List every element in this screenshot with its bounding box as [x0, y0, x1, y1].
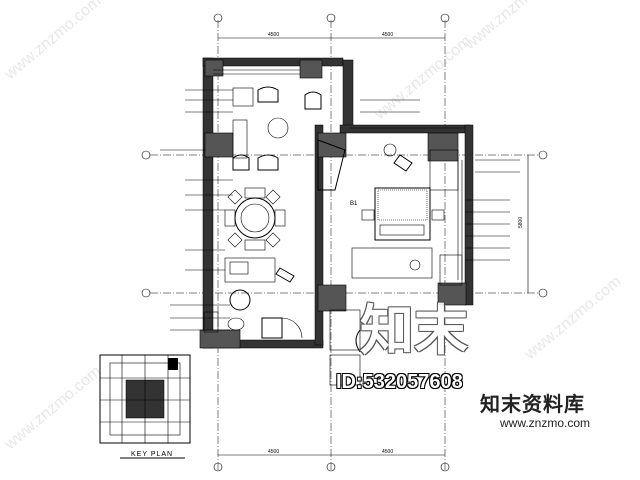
- watermark-diagonal: www.znzmo.com: [461, 0, 565, 54]
- dim-right-vertical: 5800: [518, 217, 524, 228]
- dining-set: [224, 187, 286, 251]
- watermark-diagonal: www.znzmo.com: [1, 0, 105, 84]
- leader-lines-right: [360, 99, 520, 261]
- dim-bottom-right: 4500: [382, 449, 393, 455]
- watermark-diagonal: www.znzmo.com: [521, 273, 625, 364]
- window-lines: [213, 69, 465, 280]
- room-label: B1: [350, 201, 358, 207]
- brand-name: 知末资料库: [480, 392, 585, 416]
- living-room-furniture: [232, 86, 322, 171]
- watermark-diagonal: www.znzmo.com: [371, 33, 475, 124]
- dimension-lines: 4500 4500 4500 4500 5800: [218, 32, 529, 456]
- axis-bubbles: [141, 13, 548, 472]
- structural-columns: [199, 59, 467, 349]
- key-plan-label: KEY PLAN: [131, 451, 174, 458]
- dim-top-right: 4500: [382, 32, 393, 38]
- dim-bottom-left: 4500: [268, 449, 279, 455]
- watermark-diagonal: www.znzmo.com: [1, 363, 105, 454]
- key-plan-thumbnail: [99, 354, 191, 444]
- brand-url: www.znzmo.com: [500, 416, 591, 430]
- dim-top-left: 4500: [268, 32, 279, 38]
- bedroom: B1: [317, 139, 459, 241]
- leader-lines-left: [160, 89, 233, 331]
- kitchenette: [224, 257, 295, 283]
- watermark-id: ID:532057608: [336, 371, 463, 393]
- bathroom: [329, 247, 463, 386]
- watermark-logo: 知末: [360, 299, 468, 362]
- powder-room: [203, 289, 303, 339]
